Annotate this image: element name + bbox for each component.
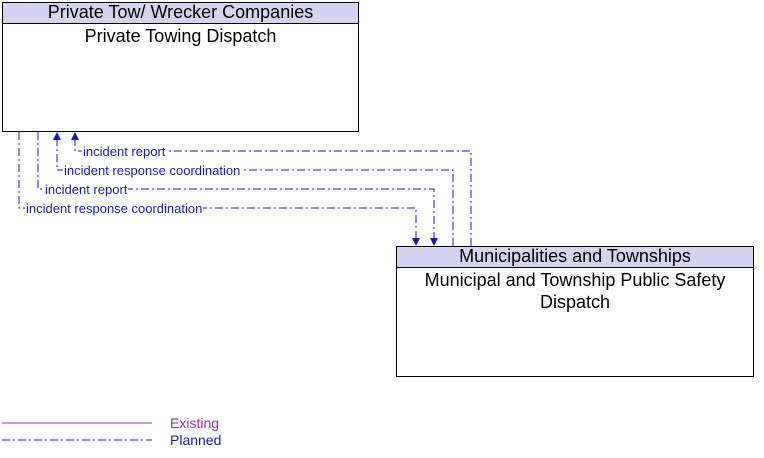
arrowhead-flow-3 xyxy=(412,238,420,246)
arrowhead-flow-0 xyxy=(71,132,79,140)
element-name: Municipal and Township Public Safety Dis… xyxy=(424,270,726,312)
flow-line-1 xyxy=(56,138,454,246)
flow-label-3[interactable]: incident response coordination xyxy=(25,201,204,216)
legend-planned-label: Planned xyxy=(170,432,222,448)
arrowhead-flow-1 xyxy=(53,132,61,140)
element-name: Private Towing Dispatch xyxy=(84,26,277,46)
flow-label-1[interactable]: incident response coordination xyxy=(63,163,242,178)
flow-line-2 xyxy=(37,132,435,240)
element-private-towing-dispatch[interactable]: Private Tow/ Wrecker Companies Private T… xyxy=(2,2,359,132)
element-header: Municipalities and Townships xyxy=(397,247,753,268)
arrowhead-flow-2 xyxy=(430,238,438,246)
flow-label-2[interactable]: incident report xyxy=(44,182,129,197)
flow-line-0 xyxy=(74,138,472,246)
flow-line-3 xyxy=(18,132,417,240)
flow-label-0[interactable]: incident report xyxy=(82,144,167,159)
element-municipal-public-safety-dispatch[interactable]: Municipalities and Townships Municipal a… xyxy=(396,246,754,377)
legend-existing-label: Existing xyxy=(170,415,220,431)
element-header: Private Tow/ Wrecker Companies xyxy=(3,3,358,24)
